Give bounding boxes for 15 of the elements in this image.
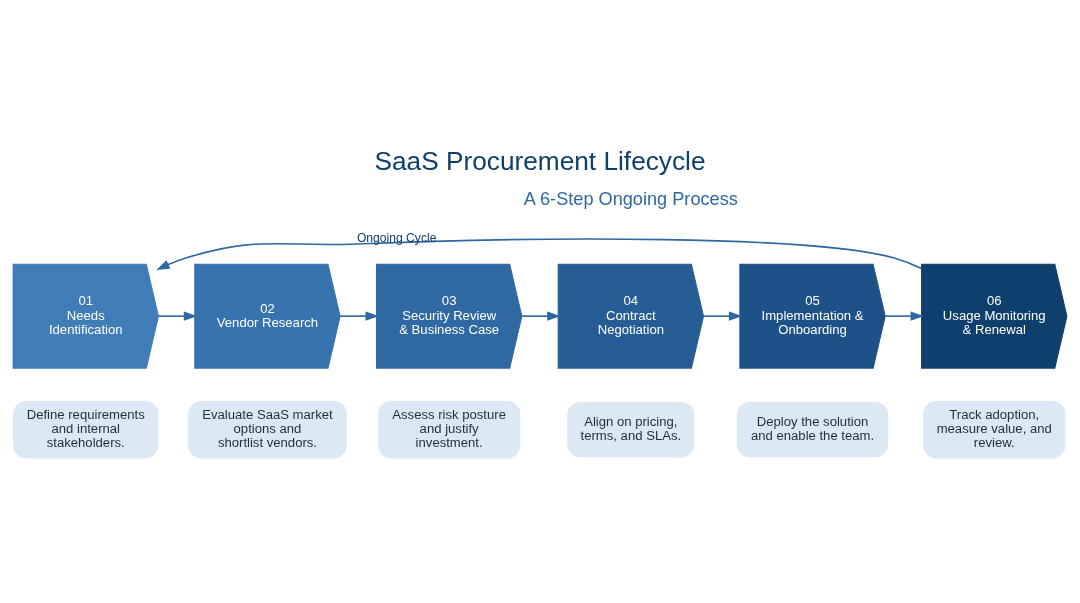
- node-box: Evaluate SaaS market options and shortlist vendors.: [188, 400, 347, 459]
- arrow: [521, 311, 561, 321]
- arrow: [884, 311, 924, 321]
- node-box: Assess risk posture and justify investment.: [378, 400, 521, 459]
- arrow: [156, 238, 923, 271]
- edge-label: Ongoing Cycle: [356, 230, 437, 245]
- label: A 6-Step Ongoing Process: [523, 189, 738, 209]
- node-box: Align on pricing, terms, and SLAs.: [567, 401, 695, 458]
- node-box: Define requirements and internal stakeholders.: [13, 400, 159, 459]
- arrow: [702, 311, 743, 321]
- arrow: [157, 311, 198, 321]
- node-box: Deploy the solution and enable the team.: [736, 401, 889, 458]
- diagram-title: SaaS Procurement Lifecycle: [374, 146, 706, 177]
- arrow: [339, 311, 379, 321]
- node-box: Track adoption, measure value, and review.: [923, 400, 1066, 459]
